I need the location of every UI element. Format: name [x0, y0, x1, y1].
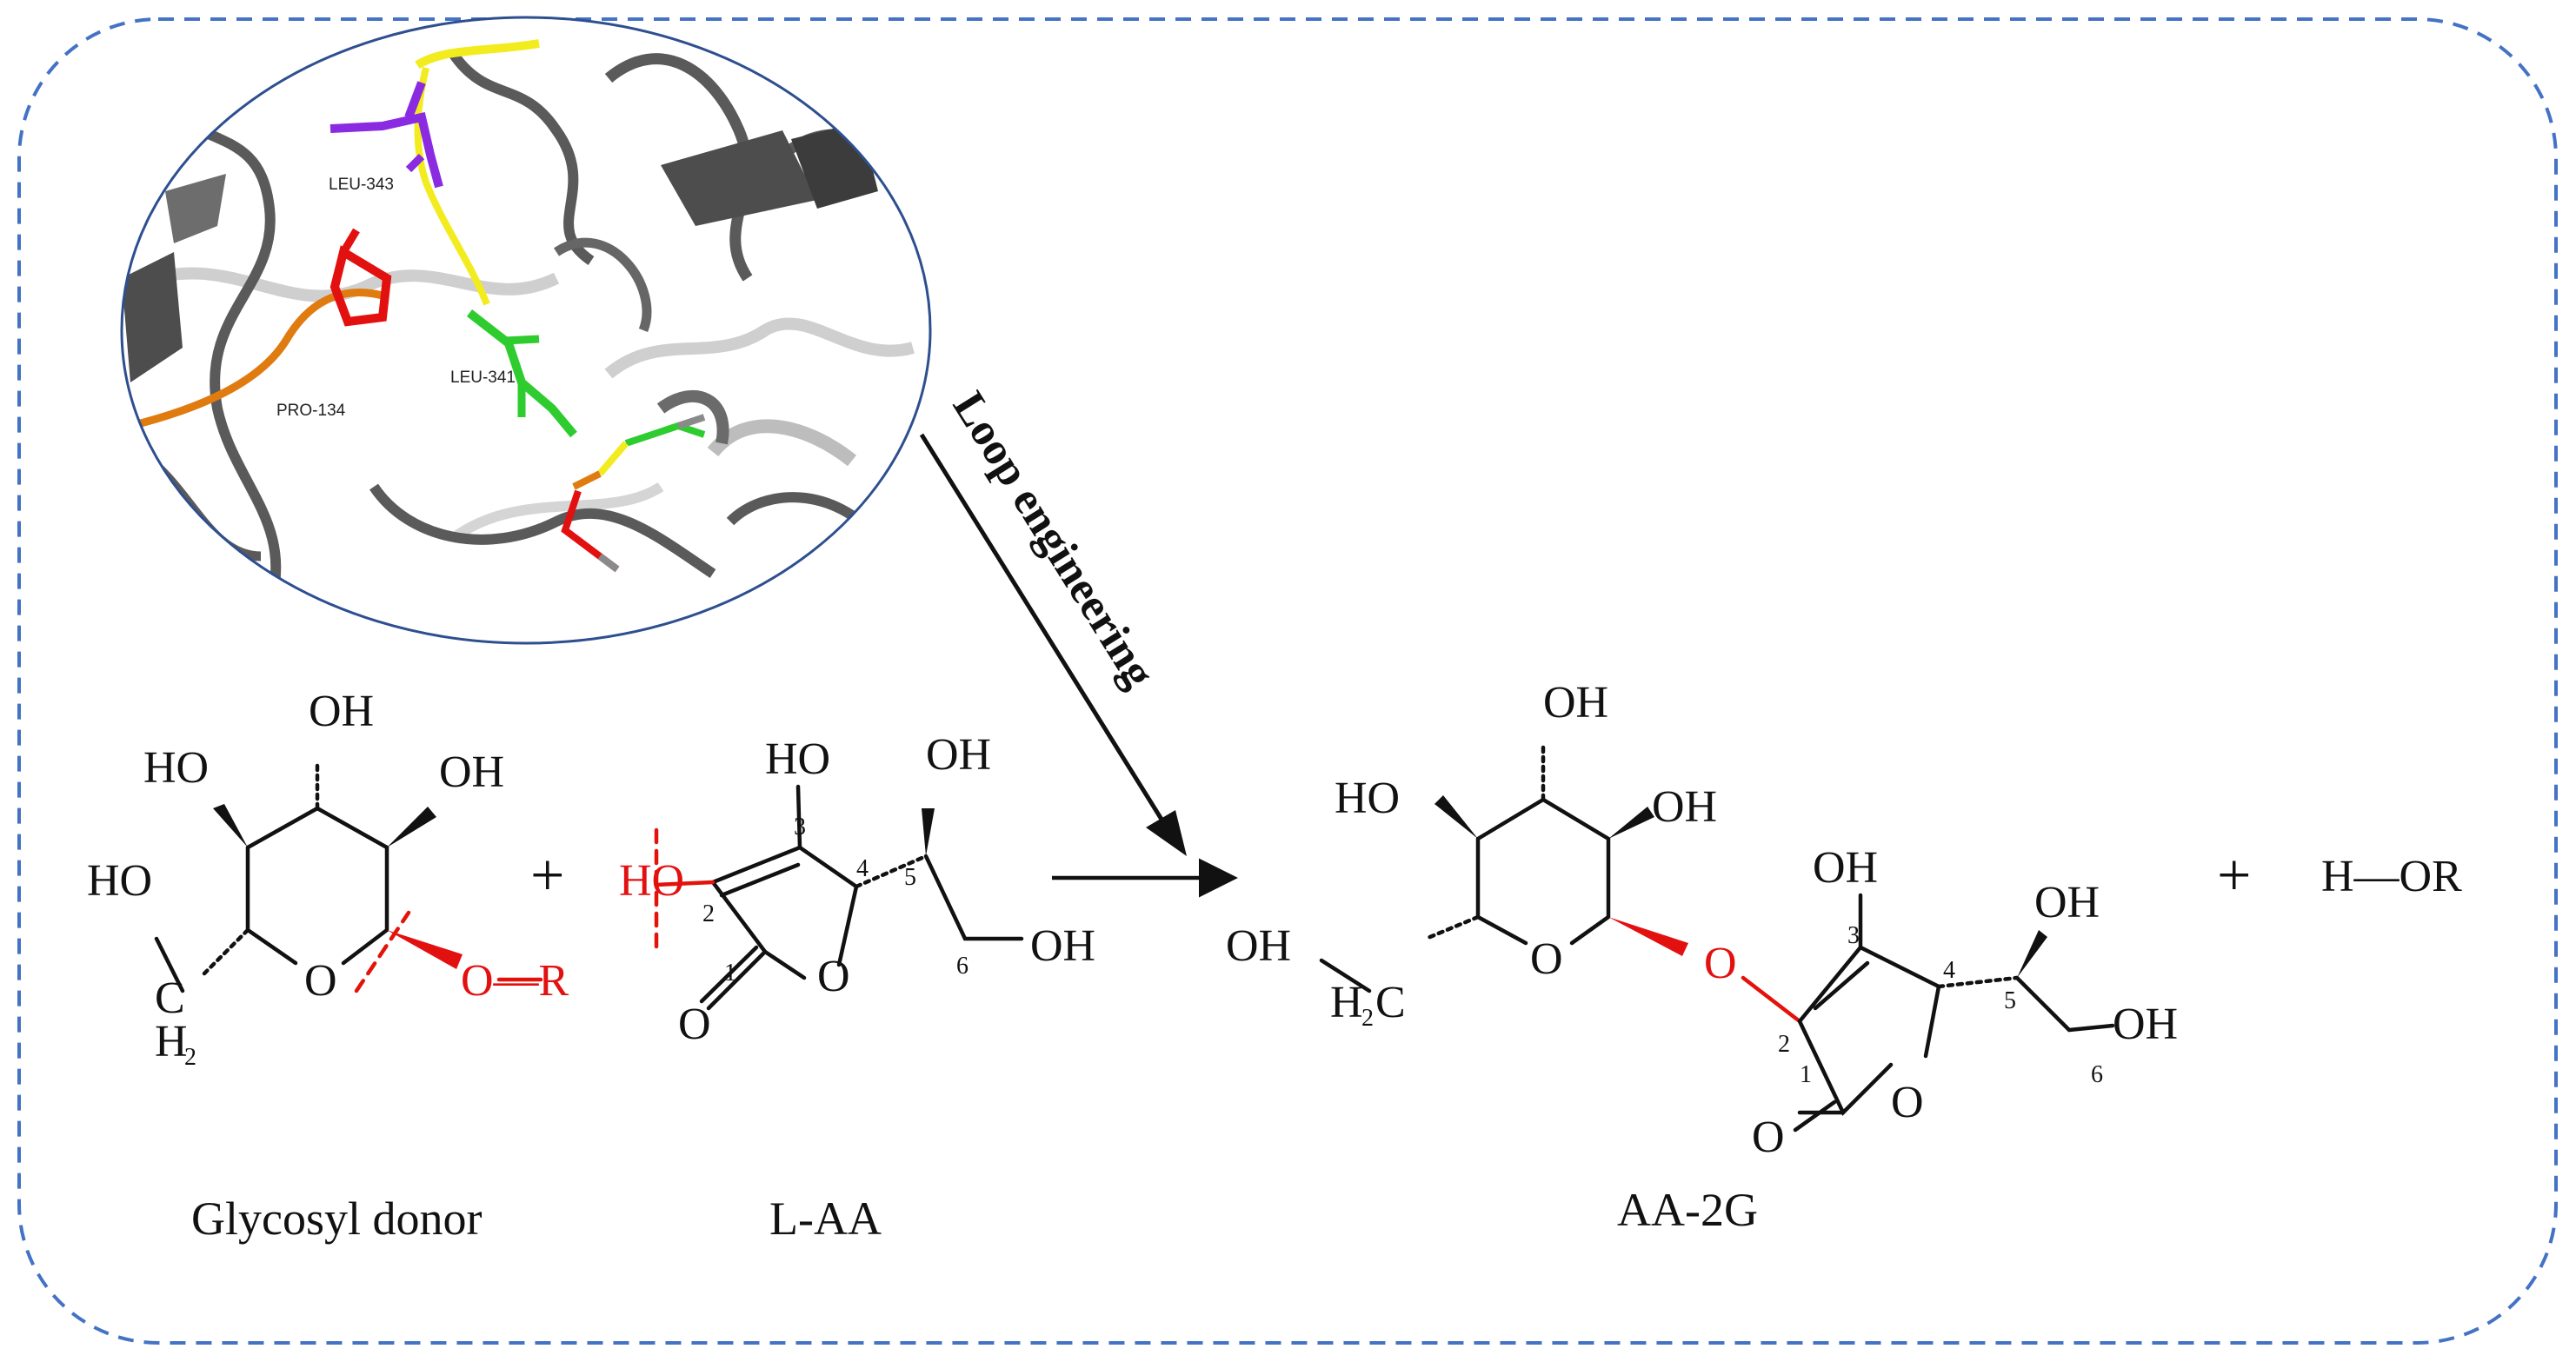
- product-h2c-c: C: [1375, 978, 1406, 1027]
- product-oh-ch2: OH: [1226, 921, 1291, 971]
- protein-structure-inset: LEU-343 LEU-341 PRO-134: [120, 16, 932, 645]
- laa-num-5: 5: [904, 864, 916, 891]
- donor-oh-right: OH: [439, 747, 504, 797]
- laa-oh-6: OH: [1030, 921, 1095, 971]
- product-h2c-h: H: [1330, 978, 1363, 1027]
- plus-sign-2: +: [2217, 842, 2251, 909]
- product-h2c-sub: 2: [1361, 1005, 1374, 1032]
- inset-ellipse-border: [120, 16, 932, 645]
- laa-ring-o: O: [817, 952, 850, 1001]
- aa-2g-structure: OH HO OH OH H 2 C O O OH OH OH O O 1 2 3…: [1226, 678, 2178, 1236]
- donor-c: C: [155, 973, 185, 1023]
- product-num-5: 5: [2004, 987, 2016, 1014]
- loop-engineering-arrow: Loop engineering: [919, 383, 1187, 856]
- product-oh-6: OH: [2113, 1000, 2178, 1049]
- donor-oh-top: OH: [309, 687, 374, 736]
- product-ho-left: HO: [1335, 774, 1400, 823]
- laa-ho-red: HO: [619, 856, 684, 906]
- dashed-frame: [17, 17, 2558, 1345]
- product-oh-5: OH: [2034, 878, 2100, 927]
- product-num-3: 3: [1847, 922, 1860, 949]
- product-num-1: 1: [1800, 1061, 1812, 1088]
- product-num-4: 4: [1943, 957, 1955, 984]
- laa-num-6: 6: [956, 953, 968, 980]
- donor-ho-ch2: HO: [87, 856, 152, 906]
- laa-oh-top: OH: [926, 730, 991, 780]
- donor-h: H: [155, 1017, 188, 1066]
- laa-num-1: 1: [724, 960, 736, 987]
- donor-or: O—R: [461, 956, 569, 1006]
- residue-label-pro134: PRO-134: [276, 402, 346, 420]
- residue-label-leu343: LEU-343: [329, 176, 394, 194]
- laa-num-4: 4: [856, 855, 869, 882]
- product-ring-o: O: [1530, 934, 1563, 984]
- byproduct-h-or: H—OR: [2321, 852, 2462, 901]
- laa-ho-top: HO: [765, 734, 830, 784]
- donor-h-sub: 2: [184, 1044, 196, 1071]
- product-oh-top: OH: [1543, 678, 1608, 728]
- plus-sign-1: +: [530, 842, 564, 909]
- laa-num-3: 3: [794, 814, 806, 840]
- laa-caption: L-AA: [769, 1193, 882, 1245]
- glycosyl-donor-structure: OH HO OH HO O C H 2 O—R Glycosyl donor: [87, 687, 569, 1245]
- donor-caption: Glycosyl donor: [191, 1193, 482, 1245]
- product-carbonyl-o: O: [1752, 1113, 1785, 1162]
- donor-ring-o: O: [304, 956, 337, 1006]
- residue-label-leu341: LEU-341: [450, 369, 516, 387]
- donor-ho-left: HO: [143, 743, 209, 793]
- laa-num-2: 2: [702, 900, 715, 927]
- product-lactone-o: O: [1891, 1078, 1924, 1127]
- product-num-6: 6: [2091, 1061, 2103, 1088]
- product-oh-right: OH: [1652, 782, 1717, 832]
- laa-carbonyl-o: O: [678, 1000, 711, 1049]
- product-oh-3: OH: [1813, 843, 1878, 893]
- product-num-2: 2: [1778, 1031, 1790, 1058]
- product-glycosidic-o: O: [1704, 939, 1737, 988]
- product-caption: AA-2G: [1617, 1184, 1758, 1236]
- l-aa-structure: HO OH HO OH O O 1 2 3 4 5 6 L-AA: [619, 730, 1095, 1245]
